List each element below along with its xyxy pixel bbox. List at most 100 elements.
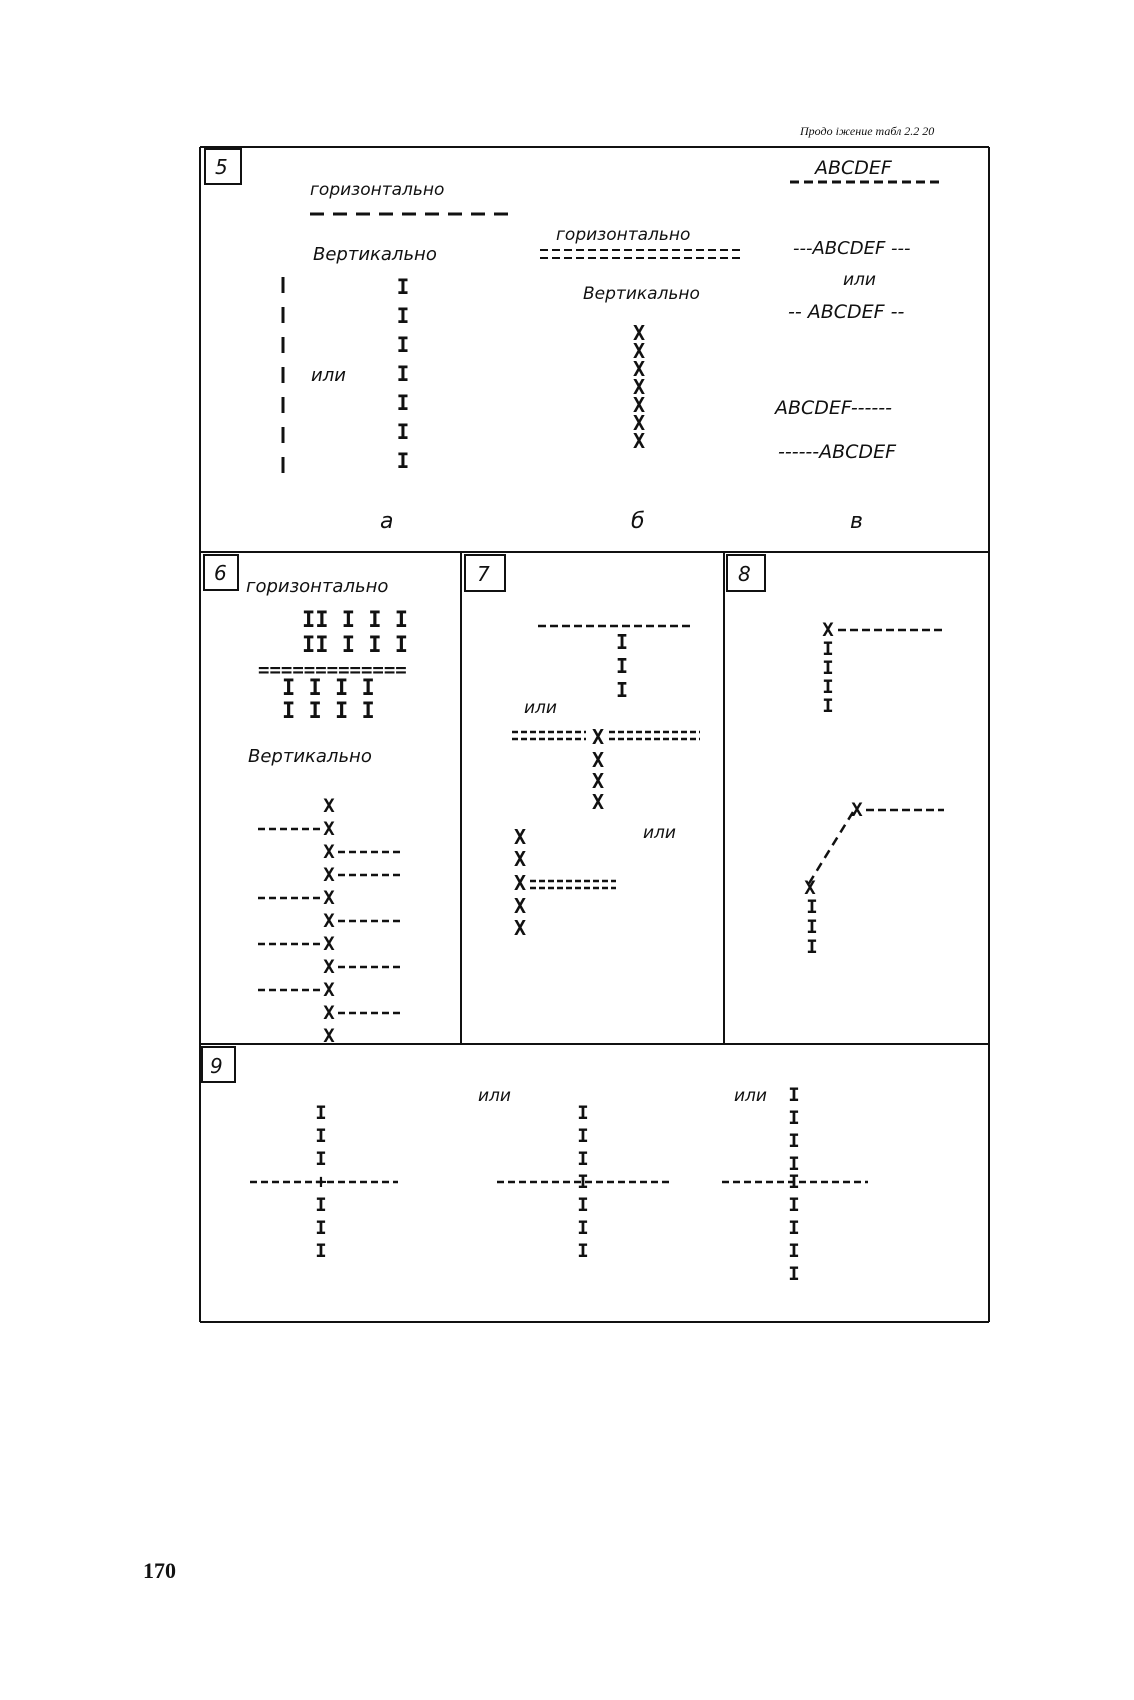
s5a-i-6: I (397, 420, 410, 444)
s7-x-6: X (514, 847, 526, 871)
s9-or-label-2: или (734, 1086, 767, 1106)
s6-x-10: X (323, 1002, 335, 1024)
s5a-i-4: I (397, 362, 410, 386)
s8-x-corner: X (822, 619, 834, 641)
s5a-or-label: или (311, 365, 346, 386)
s5a-horizontal-label: горизонтально (310, 180, 444, 200)
section-5-number: 5 (215, 155, 228, 179)
s5b-x-5: X (633, 393, 645, 417)
s6-row-2: II I I I (302, 633, 408, 658)
s6-x-2: X (323, 818, 335, 840)
s7-x-5: X (514, 825, 526, 849)
s5b-x-1: X (633, 321, 645, 345)
section-5-number-box (204, 148, 242, 185)
s8-i-7: I (806, 936, 817, 958)
s6-x-5: X (323, 887, 335, 909)
s9-fig3-i-1: I (788, 1084, 799, 1106)
s5b-horizontal-label: горизонтально (556, 225, 690, 245)
s9-fig3-i-3: I (788, 1130, 799, 1152)
s6-x-9: X (323, 979, 335, 1001)
s6-x-3: X (323, 841, 335, 863)
s5a-i-5: I (397, 391, 410, 415)
s5a-i-2: I (397, 304, 410, 328)
s7-x-9: X (514, 916, 526, 940)
s5a-i-1: I (397, 275, 410, 299)
s6-row-3: I I I I (282, 676, 375, 701)
s7-x-8: X (514, 894, 526, 918)
s9-fig3-i-5: I (788, 1194, 799, 1216)
s9-fig2-i-5: I (577, 1217, 588, 1239)
s5b-column-label: б (631, 509, 645, 534)
s5c-or-label: или (843, 270, 876, 290)
section-9-number-box (201, 1046, 236, 1083)
s6-row-1: II I I I (302, 608, 408, 633)
s9-fig1-cross: + (315, 1171, 326, 1193)
s9-fig3-i-6: I (788, 1217, 799, 1239)
s5a-i-3: I (397, 333, 410, 357)
s5c-line2-text: ---ABCDEF --- (793, 238, 911, 259)
s9-fig2-i-center: I (577, 1171, 588, 1193)
s6-x-1: X (323, 795, 335, 817)
s7-or-label-1: или (524, 698, 557, 718)
s5b-x-4: X (633, 375, 645, 399)
s9-fig1-i-2: I (315, 1125, 326, 1147)
s5b-x-3: X (633, 357, 645, 381)
s5a-column-label: а (380, 509, 393, 534)
s9-fig1-i-4: I (315, 1194, 326, 1216)
s8-diagonal-dashed-line (806, 811, 855, 886)
table-continuation-caption: Продо іжение табл 2.2 20 (800, 124, 935, 138)
section-6-number-box (203, 554, 239, 591)
s8-i-4: I (822, 695, 833, 717)
s6-vertical-label: Вертикально (248, 746, 372, 767)
s5c-line4-text: ABCDEF------ (773, 397, 892, 419)
s5a-i-7: I (397, 449, 410, 473)
s8-i-2: I (822, 657, 833, 679)
s7-i-3: I (616, 678, 628, 702)
s5c-line5-text: ------ABCDEF (778, 441, 897, 463)
s7-or-label-2: или (643, 823, 676, 843)
s5b-x-7: X (633, 429, 645, 453)
section-8-number: 8 (738, 562, 751, 586)
s6-row-4: I I I I (282, 699, 375, 724)
s5b-vertical-label: Вертикально (583, 284, 700, 304)
section-7-number-box (464, 554, 506, 592)
section-6-number: 6 (214, 561, 227, 585)
section-8-number-box (726, 554, 766, 592)
s9-fig2-i-1: I (577, 1102, 588, 1124)
s5a-vertical-label: Вертикально (313, 244, 437, 265)
s8-i-3: I (822, 676, 833, 698)
s9-fig2-i-4: I (577, 1194, 588, 1216)
s6-x-8: X (323, 956, 335, 978)
s9-fig3-i-2: I (788, 1107, 799, 1129)
s9-fig1-i-5: I (315, 1217, 326, 1239)
s7-i-2: I (616, 654, 628, 678)
s5b-x-6: X (633, 411, 645, 435)
s7-i-1: I (616, 630, 628, 654)
s9-fig2-i-2: I (577, 1125, 588, 1147)
s9-fig1-i-6: I (315, 1240, 326, 1262)
section-9-number: 9 (210, 1054, 223, 1078)
s9-fig3-i-7: I (788, 1240, 799, 1262)
s9-fig1-i-1: I (315, 1102, 326, 1124)
s9-fig2-i-6: I (577, 1240, 588, 1262)
s8-x-top: X (851, 799, 863, 821)
s8-i-6: I (806, 916, 817, 938)
s8-x-bottom: X (804, 877, 816, 899)
s8-i-5: I (806, 896, 817, 918)
s6-x-7: X (323, 933, 335, 955)
s9-fig3-i-8: I (788, 1263, 799, 1285)
s5c-line3-text: -- ABCDEF -- (788, 301, 905, 323)
s7-x-2: X (592, 748, 604, 772)
s7-x-7: X (514, 871, 526, 895)
s6-horizontal-label: горизонтально (246, 576, 388, 597)
s5b-x-2: X (633, 339, 645, 363)
s5c-column-label: в (850, 509, 863, 534)
section-7-number: 7 (477, 562, 490, 586)
s6-x-11: X (323, 1025, 335, 1047)
s9-fig3-i-4: I (788, 1153, 799, 1175)
s9-or-label-1: или (478, 1086, 511, 1106)
s6-x-4: X (323, 864, 335, 886)
s5c-line1-text: ABCDEF (813, 157, 893, 179)
